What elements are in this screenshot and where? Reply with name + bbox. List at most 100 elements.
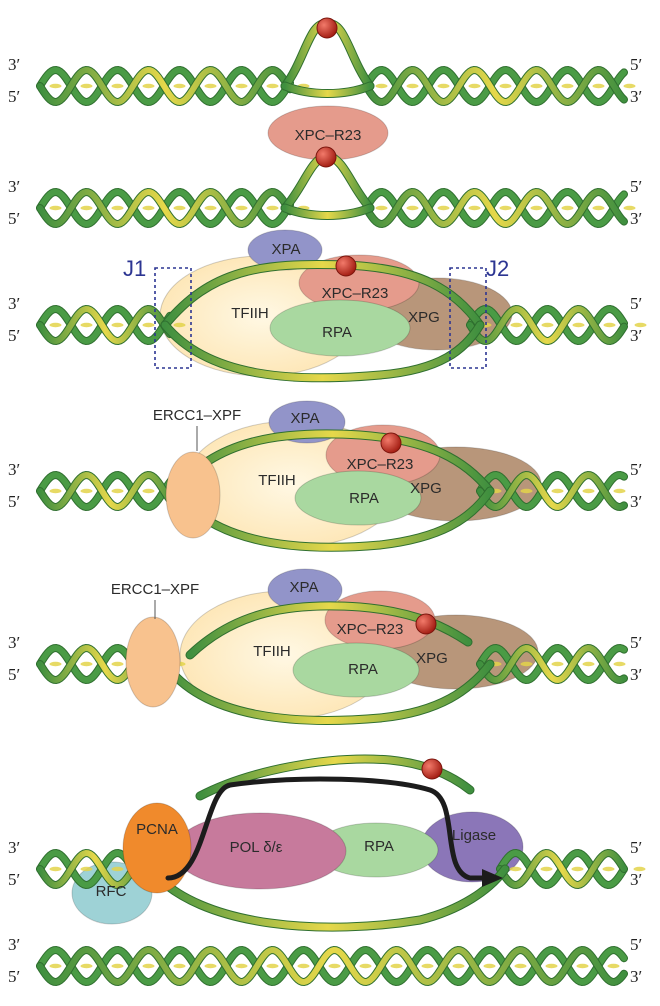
protein-labels: XPC–R23 XPA XPC–R23 TFIIH XPG RPA ERCC1–… [96, 127, 497, 900]
dna-panel4-right-crossover [613, 488, 626, 494]
dna-panel4-left-strand-a [37, 471, 183, 511]
bubble-panel5-bottom-body [161, 660, 494, 724]
dna-panel1-left-crossover [266, 83, 279, 89]
dna-panel2-right-crossover [530, 205, 543, 211]
rpa-panel4 [294, 470, 422, 526]
dna-panel1-right-crossover [561, 83, 574, 89]
dna-panel7-repaired-crossover [204, 963, 217, 969]
bubble-panel4-bottom [170, 486, 495, 552]
dna-panel3-left-crossover [111, 322, 124, 328]
dna-panel1-right-crossover [468, 83, 481, 89]
end-5prime-right-4: 5′ [630, 460, 642, 479]
dna-panel7-repaired-crossover [111, 963, 124, 969]
label-xpc-4: XPC–R23 [347, 456, 414, 473]
dna-panel7-repaired-crossover [607, 963, 620, 969]
dna-panel7-repaired-crossover [142, 963, 155, 969]
dna-panel1-right-crossover [592, 83, 605, 89]
dna-panel2-left-crossover [173, 205, 186, 211]
label-rpa-6: RPA [364, 838, 394, 855]
rpa-panel3 [269, 299, 411, 357]
label-tfiih-3: TFIIH [231, 305, 269, 322]
label-xpa-3: XPA [272, 241, 301, 258]
dna-panel6-right-crossover [602, 866, 615, 872]
bubble-panel1-bottom [280, 81, 375, 98]
dna-panel1-left [36, 65, 310, 107]
label-ercc1-5: ERCC1–XPF [111, 581, 199, 598]
synthesis-arrowhead [482, 869, 503, 887]
dna-panel2-left-crossover [235, 205, 248, 211]
end-3prime-left-1: 3′ [8, 55, 20, 74]
dna-panel7-repaired-strand-b [37, 946, 627, 986]
dna-panel3-right [466, 304, 647, 346]
dna-panel7-repaired-crossover [49, 963, 62, 969]
end-5prime-right-2: 5′ [630, 177, 642, 196]
excised-strand-panel5-body [186, 602, 472, 659]
bubble-panel2-bottom [280, 203, 375, 220]
dna-panel1-right-strand-a [363, 66, 627, 106]
end-5prime-right-5: 5′ [630, 633, 642, 652]
bubble-panel6-bottom [145, 864, 510, 932]
label-rpa-5: RPA [348, 661, 378, 678]
end-3prime-left-7: 3′ [8, 935, 20, 954]
ercc1-xpf-panel4 [165, 451, 221, 539]
dna-panel7-repaired-crossover [297, 963, 310, 969]
dna-panel5-right-crossover [551, 661, 564, 667]
label-xpg-4: XPG [410, 480, 442, 497]
dna-panel6-left-crossover [80, 866, 93, 872]
dna-panel1-right-crossover [623, 83, 636, 89]
end-5prime-left-6: 5′ [8, 870, 20, 889]
dna-panel2-right-strand-a [363, 188, 627, 228]
dna-panel3-left-crossover [49, 322, 62, 328]
dna-panel3-right-crossover [541, 322, 554, 328]
dna-panel1-left-crossover [80, 83, 93, 89]
dna-panel7-repaired-crossover [421, 963, 434, 969]
end-3prime-right-7: 3′ [630, 967, 642, 986]
dna-panel7-repaired-strand-a [37, 946, 627, 986]
dna-panel4-left-crossover [80, 488, 93, 494]
end-3prime-left-6: 3′ [8, 838, 20, 857]
dna-panel5-right-strand-b [477, 644, 627, 684]
dna-panel1-left-crossover [49, 83, 62, 89]
dna-panel1-left-crossover [235, 83, 248, 89]
bubble-panel3-bottom-body [161, 321, 484, 382]
end-5prime-left-4: 5′ [8, 492, 20, 511]
bubble-panel4-top-body [171, 430, 494, 495]
end-3prime-left-4: 3′ [8, 460, 20, 479]
end-5prime-right-7: 5′ [630, 935, 642, 954]
dna-panel5-right-crossover [613, 661, 626, 667]
dna-panel3-right-crossover [603, 322, 616, 328]
dna-panel2-right-crossover [561, 205, 574, 211]
proteins-front-layer [122, 17, 503, 894]
dna-panel2-right [362, 187, 636, 229]
dna-panel7-repaired-crossover [514, 963, 527, 969]
label-xpa-4: XPA [291, 410, 320, 427]
dna-panel2-right-crossover [468, 205, 481, 211]
dna-panel5-right-strand-a [477, 644, 627, 684]
dna-panel1-right-crossover [437, 83, 450, 89]
dna-panel3-right-strand-a [467, 305, 627, 345]
dna-panel3-left-strand-a [37, 305, 173, 345]
label-pcna-6: PCNA [136, 821, 178, 838]
dna-panel3-left-crossover [142, 322, 155, 328]
junction-box-j1 [154, 267, 192, 369]
dna-panel6-right [496, 848, 646, 890]
label-ercc1-4: ERCC1–XPF [153, 407, 241, 424]
end-5prime-left-2: 5′ [8, 209, 20, 228]
dna-panel4-left-strand-b [37, 471, 183, 511]
dna-panel7-repaired-crossover [390, 963, 403, 969]
label-xpc-3: XPC–R23 [322, 285, 389, 302]
dna-panel3-right-strand-b [467, 305, 627, 345]
dna-panel2-right-crossover [592, 205, 605, 211]
end-3prime-right-6: 3′ [630, 870, 642, 889]
dna-panel1-left-crossover [173, 83, 186, 89]
dna-panel5-left-crossover [49, 661, 62, 667]
dna-panel6-right-crossover [509, 866, 522, 872]
dna-panel2-right-crossover [406, 205, 419, 211]
dna-panel6-right-crossover [571, 866, 584, 872]
dna-panel5-left-crossover [111, 661, 124, 667]
dna-panel2-left-crossover [204, 205, 217, 211]
label-xpg-5: XPG [416, 650, 448, 667]
label-pol-6: POL δ/ε [230, 839, 283, 856]
